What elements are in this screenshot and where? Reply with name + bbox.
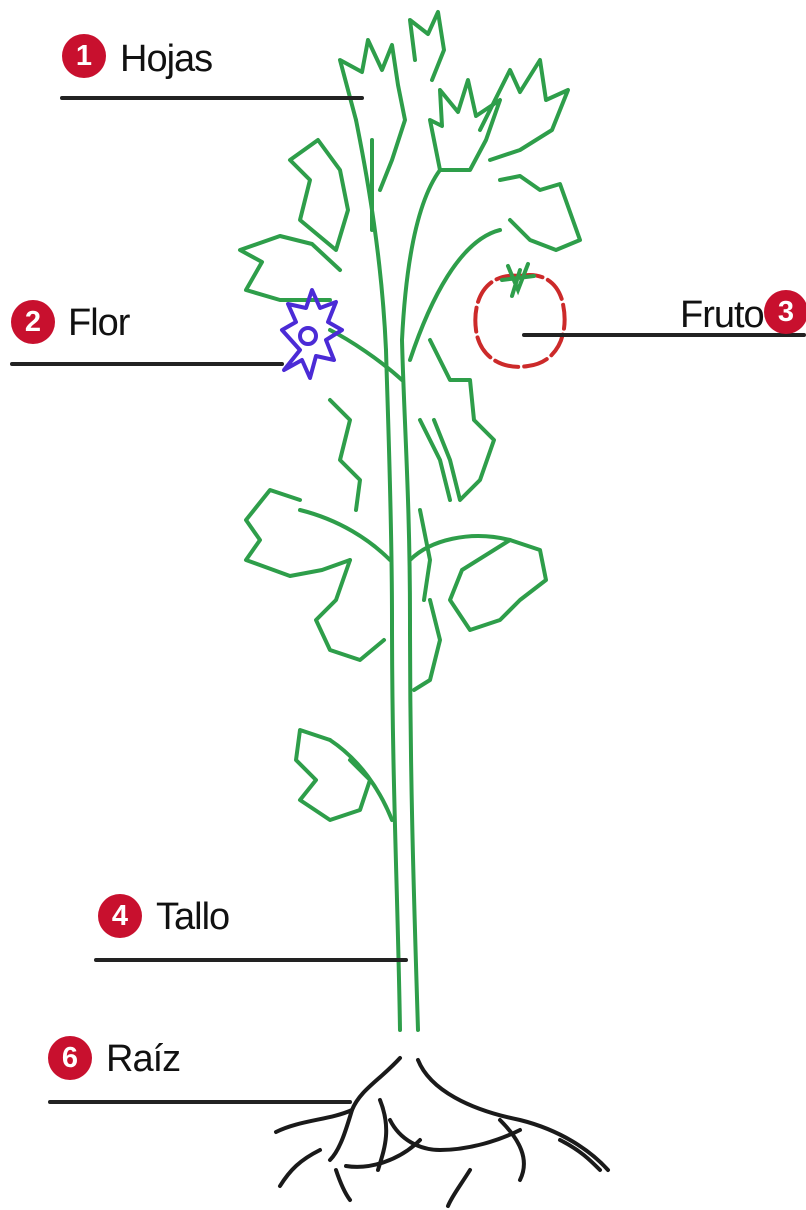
stem: [300, 120, 510, 1030]
fruit: [475, 264, 564, 367]
flower: [282, 290, 342, 378]
raiz-number-badge: 6: [50, 1038, 90, 1078]
tallo-number-badge: 4: [100, 896, 140, 936]
fruto-number-badge: 3: [766, 292, 806, 332]
fruto-label: Fruto: [680, 296, 764, 334]
roots: [276, 1058, 608, 1206]
tallo-label: Tallo: [156, 898, 229, 936]
flor-number-badge: 2: [13, 302, 53, 342]
hojas-label: Hojas: [120, 40, 212, 78]
hojas-number-badge: 1: [64, 36, 104, 76]
flor-label: Flor: [68, 304, 129, 342]
raiz-label: Raíz: [106, 1040, 180, 1078]
